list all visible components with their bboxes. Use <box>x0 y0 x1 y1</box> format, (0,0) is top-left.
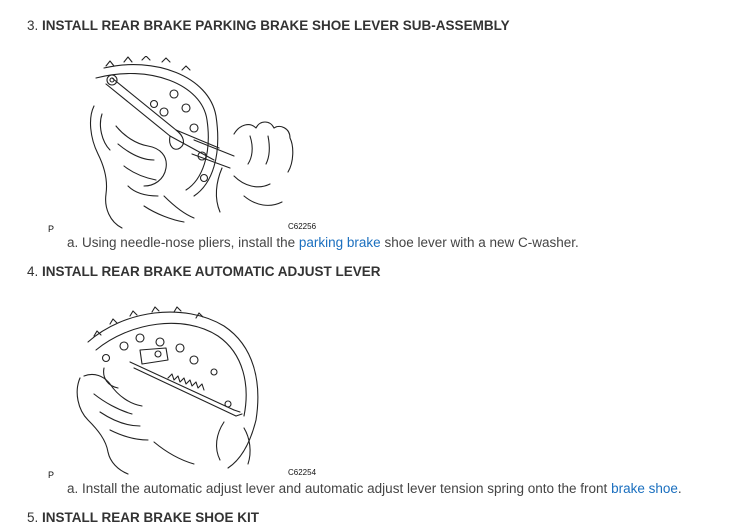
figure-parking-brake-lever: P C62256 <box>44 56 324 234</box>
step-3-substep-a: a. Using needle-nose pliers, install the… <box>67 235 579 250</box>
step-number: 4. <box>27 264 39 279</box>
figure-corner-label: P <box>48 470 55 480</box>
figure-code: C62256 <box>288 222 317 231</box>
step-title: INSTALL REAR BRAKE AUTOMATIC ADJUST LEVE… <box>42 264 381 279</box>
step-number: 3. <box>27 18 39 33</box>
substep-text-prefix: a. Using needle-nose pliers, install the <box>67 235 299 250</box>
figure-corner-label: P <box>48 224 55 234</box>
step-4-substep-a: a. Install the automatic adjust lever an… <box>67 481 682 496</box>
step-title: INSTALL REAR BRAKE SHOE KIT <box>42 510 260 525</box>
step-title: INSTALL REAR BRAKE PARKING BRAKE SHOE LE… <box>42 18 510 33</box>
adjust-lever-spring-illustration <box>76 306 259 475</box>
pliers-installing-lever-illustration <box>89 56 294 229</box>
step-5-heading: 5. INSTALL REAR BRAKE SHOE KIT <box>27 510 259 525</box>
figure-automatic-adjust-lever: P C62254 <box>44 302 324 480</box>
parking-brake-link[interactable]: parking brake <box>298 235 381 250</box>
figure-code: C62254 <box>288 468 317 477</box>
top-cut-off-links <box>0 0 733 4</box>
step-number: 5. <box>27 510 39 525</box>
step-4-heading: 4. INSTALL REAR BRAKE AUTOMATIC ADJUST L… <box>27 264 381 279</box>
substep-text-suffix: . <box>677 481 682 496</box>
brake-shoe-link[interactable]: brake shoe <box>611 481 678 496</box>
substep-text-prefix: a. Install the automatic adjust lever an… <box>67 481 612 496</box>
step-3-heading: 3. INSTALL REAR BRAKE PARKING BRAKE SHOE… <box>27 18 510 33</box>
substep-text-suffix: shoe lever with a new C-washer. <box>380 235 579 250</box>
